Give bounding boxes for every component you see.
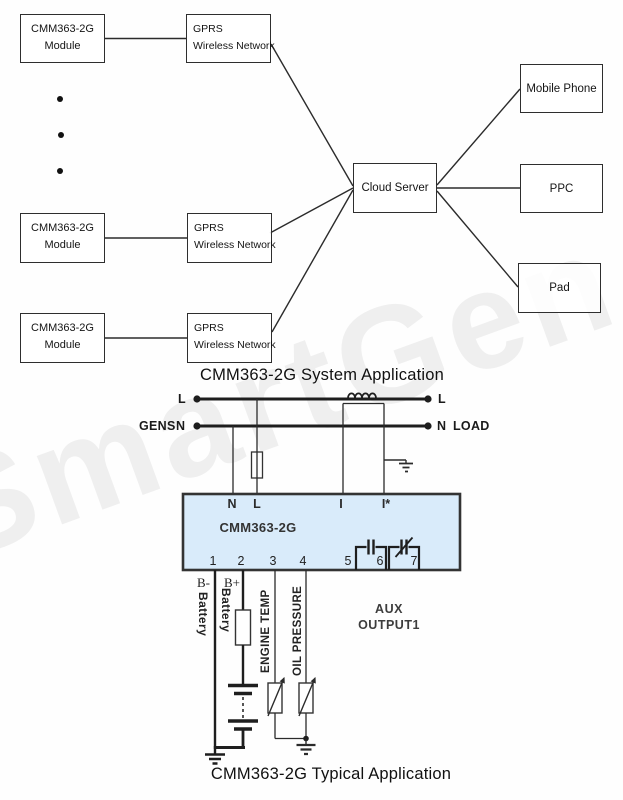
terminal-i: I: [339, 497, 343, 511]
gprs-name: GPRS: [193, 23, 223, 35]
module-name: CMM363-2G: [31, 23, 94, 35]
battery-label-2: Battery: [219, 588, 233, 633]
aux-line1: AUX: [375, 602, 403, 616]
terminal-n: N: [227, 497, 237, 511]
terminal-3: 3: [269, 554, 277, 568]
engine-temp-label: ENGINE TEMP: [260, 589, 272, 673]
gprs-sub: Wireless Network: [194, 239, 276, 251]
cloud-server-box: Cloud Server: [353, 163, 437, 213]
cloud-server-label: Cloud Server: [361, 182, 429, 194]
oil-pressure-label: OIL PRESSURE: [292, 585, 304, 676]
line-endpoint-dot: [193, 395, 201, 403]
terminal-2: 2: [237, 554, 245, 568]
device-box: [181, 492, 462, 572]
gprs-box-3: GPRS Wireless Network: [187, 313, 276, 363]
ellipsis-dot: [58, 132, 64, 138]
mobile-phone-label: Mobile Phone: [526, 82, 597, 95]
battery-label-1: Battery: [196, 592, 210, 637]
connector-line: [436, 190, 519, 288]
line-endpoint-dot: [424, 422, 432, 430]
fuse-icon: [234, 609, 252, 646]
sensor-arrow: [298, 677, 316, 717]
contact-bracket: [354, 545, 388, 570]
l-label-right: L: [438, 392, 446, 406]
module-box-1: CMM363-2G Module: [20, 14, 105, 63]
terminal-i-star: I*: [381, 497, 391, 511]
ppc-box: PPC: [520, 164, 603, 213]
pad-label: Pad: [549, 282, 570, 294]
terminal-5: 5: [344, 554, 352, 568]
system-connector-lines: [105, 37, 521, 339]
terminal-7: 7: [410, 554, 418, 568]
oil-pressure-branch: [298, 570, 316, 739]
gprs-sub: Wireless Network: [194, 339, 276, 351]
power-lines: [193, 395, 432, 430]
terminal-l: L: [253, 497, 261, 511]
engine-temp-branch: [267, 570, 285, 739]
typical-caption: CMM363-2G Typical Application: [210, 765, 452, 783]
terminal-6: 6: [376, 554, 384, 568]
pad-box: Pad: [518, 263, 601, 313]
ct-coil-icon: [347, 392, 377, 399]
line-endpoint-dot: [193, 422, 201, 430]
connector-line: [271, 189, 354, 333]
ct-secondary-wires: [342, 402, 385, 494]
terminal-1: 1: [209, 554, 217, 568]
contact-bracket: [387, 545, 421, 570]
junction-dot: [303, 735, 309, 742]
line-endpoint-dot: [424, 395, 432, 403]
n-label-left: N: [176, 419, 186, 433]
connector-line: [270, 43, 354, 187]
ppc-label: PPC: [549, 182, 574, 195]
battery-positive-branch: [228, 570, 258, 749]
mobile-phone-box: Mobile Phone: [520, 64, 603, 113]
module-box-2: CMM363-2G Module: [20, 213, 105, 263]
terminal-4: 4: [299, 554, 307, 568]
relay-contact-nc-slash: [394, 536, 414, 558]
module-box-3: CMM363-2G Module: [20, 313, 105, 363]
aux-output-label: AUX OUTPUT1: [358, 601, 420, 633]
current-transformer: [342, 392, 413, 494]
load-label: LOAD: [453, 419, 490, 433]
l-tap-fuse: [250, 399, 264, 494]
module-sub: Module: [44, 239, 81, 251]
module-name: CMM363-2G: [31, 222, 94, 234]
l-label-left: L: [178, 392, 186, 406]
sensor-arrowhead: [310, 677, 316, 684]
relay-contact-nc-icon: [400, 539, 408, 555]
ground-icon: [296, 743, 316, 756]
module-sub: Module: [44, 40, 81, 52]
relay-contact-no-icon: [367, 539, 375, 555]
gprs-name: GPRS: [194, 322, 224, 334]
ellipsis-dots: [57, 96, 64, 174]
device-name: CMM363-2G: [219, 520, 297, 535]
sensor-ground: [275, 735, 316, 756]
ellipsis-dot: [57, 168, 63, 174]
gens-label: GENS: [139, 419, 176, 433]
gprs-sub: Wireless Network: [193, 40, 275, 52]
gprs-box-1: GPRS Wireless Network: [186, 14, 275, 63]
ground-icon: [205, 753, 225, 765]
connector-line: [269, 187, 354, 234]
system-caption: CMM363-2G System Application: [199, 366, 445, 384]
connector-line: [436, 88, 521, 186]
battery-minus-label: B-: [197, 575, 210, 590]
module-name: CMM363-2G: [31, 322, 94, 334]
gprs-box-2: GPRS Wireless Network: [187, 213, 276, 263]
aux-relay-contacts: [354, 536, 421, 570]
gprs-name: GPRS: [194, 222, 224, 234]
n-label-right: N: [437, 419, 447, 433]
module-sub: Module: [44, 339, 81, 351]
battery-plus-label: B+: [224, 575, 241, 590]
battery-negative-branch: [205, 570, 245, 765]
ellipsis-dot: [57, 96, 63, 102]
sensor-arrowhead: [279, 677, 285, 684]
sensor-arrow: [267, 677, 285, 717]
aux-line2: OUTPUT1: [358, 618, 420, 632]
ground-icon: [399, 462, 413, 473]
battery-icon: [228, 683, 258, 731]
